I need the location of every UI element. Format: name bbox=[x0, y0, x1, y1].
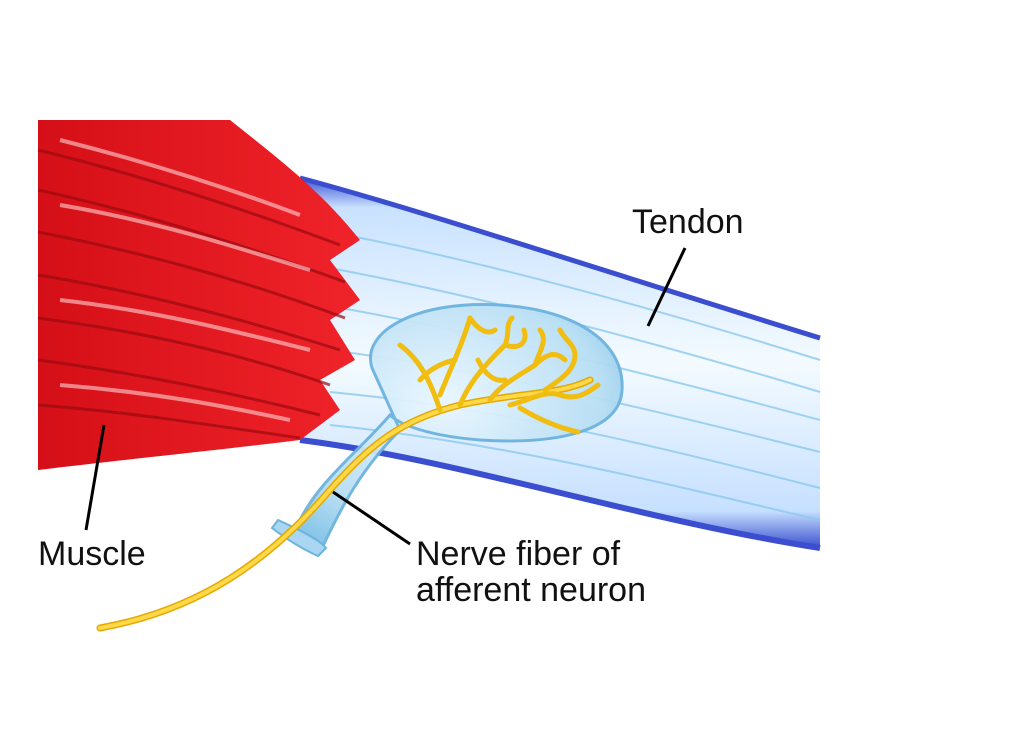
muscle-label: Muscle bbox=[38, 535, 146, 573]
muscle-leader bbox=[84, 424, 106, 531]
nerve-leader bbox=[332, 490, 411, 546]
muscle bbox=[37, 120, 360, 470]
nerve-fiber-label-line-2: afferent neuron bbox=[416, 571, 646, 609]
nerve-fiber-label-line-1: Nerve fiber of bbox=[416, 535, 621, 573]
leader-lines bbox=[84, 247, 687, 546]
tendon-label: Tendon bbox=[632, 203, 744, 241]
nerve-fiber bbox=[96, 376, 594, 632]
nerve-fiber-label: Nerve fiber of afferent neuron bbox=[416, 536, 646, 608]
tendon-leader bbox=[646, 247, 687, 327]
capsule bbox=[270, 302, 624, 558]
nerve-branches bbox=[397, 315, 601, 435]
